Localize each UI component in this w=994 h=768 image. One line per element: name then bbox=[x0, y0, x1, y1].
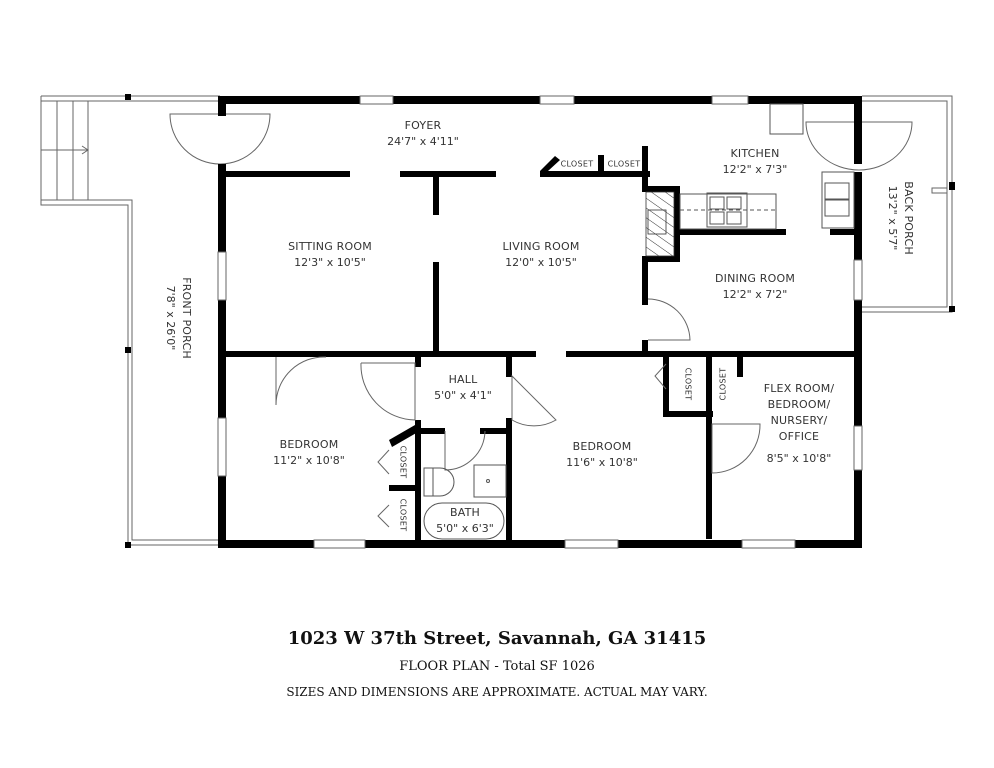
back-porch-outline bbox=[862, 95, 953, 313]
room-sitting-room: SITTING ROOM 12'3" x 10'5" bbox=[288, 239, 372, 271]
room-name-line: NURSERY/ bbox=[770, 414, 828, 427]
room-front-porch: FRONT PORCH 7'8" x 26'0" bbox=[162, 277, 194, 359]
room-bedroom-2: BEDROOM 11'6" x 10'8" bbox=[566, 439, 638, 471]
fireplace-hatch bbox=[645, 191, 675, 257]
windows bbox=[217, 95, 863, 549]
room-kitchen: KITCHEN 12'2" x 7'3" bbox=[723, 146, 788, 178]
room-dimensions: 24'7" x 4'11" bbox=[387, 135, 459, 148]
room-name: SITTING ROOM bbox=[288, 240, 372, 253]
room-name: DINING ROOM bbox=[714, 272, 796, 285]
room-name: LIVING ROOM bbox=[502, 240, 580, 253]
room-dimensions: 12'3" x 10'5" bbox=[294, 256, 366, 269]
room-name: FOYER bbox=[404, 119, 442, 132]
disclaimer: SIZES AND DIMENSIONS ARE APPROXIMATE. AC… bbox=[286, 685, 708, 699]
room-dimensions: 12'0" x 10'5" bbox=[505, 256, 577, 269]
room-dimensions: 11'2" x 10'8" bbox=[273, 454, 345, 467]
room-back-porch: BACK PORCH 13'2" x 5'7" bbox=[884, 181, 916, 255]
closet-label-foyer-1: CLOSET bbox=[560, 159, 594, 169]
room-bedroom-1: BEDROOM 11'2" x 10'8" bbox=[273, 437, 345, 469]
front-door-swing bbox=[169, 113, 271, 165]
kitchen-fixtures bbox=[679, 103, 855, 230]
room-flex-room: FLEX ROOM/ BEDROOM/ NURSERY/ OFFICE 8'5"… bbox=[764, 381, 835, 467]
room-bath: BATH 5'0" x 6'3" bbox=[436, 505, 494, 537]
room-dimensions: 13'2" x 5'7" bbox=[886, 185, 899, 251]
room-name-line: BEDROOM/ bbox=[767, 398, 831, 411]
room-name: BACK PORCH bbox=[902, 181, 915, 255]
room-dining-room: DINING ROOM 12'2" x 7'2" bbox=[715, 271, 795, 303]
room-dimensions: 12'2" x 7'3" bbox=[722, 163, 788, 176]
closet-label-foyer-2: CLOSET bbox=[607, 159, 641, 169]
room-name: BATH bbox=[449, 506, 481, 519]
interior-walls bbox=[226, 146, 854, 544]
room-dimensions: 5'0" x 4'1" bbox=[434, 389, 492, 402]
room-dimensions: 5'0" x 6'3" bbox=[436, 522, 494, 535]
floor-plan-subtitle: FLOOR PLAN - Total SF 1026 bbox=[399, 659, 595, 674]
room-dimensions: 8'5" x 10'8" bbox=[766, 452, 832, 465]
room-name: BEDROOM bbox=[279, 438, 339, 451]
room-foyer: FOYER 24'7" x 4'11" bbox=[387, 118, 459, 150]
closet-label-bedroom1-2: CLOSET bbox=[398, 498, 408, 532]
exterior-walls bbox=[218, 96, 862, 548]
room-hall: HALL 5'0" x 4'1" bbox=[434, 372, 492, 404]
room-dimensions: 11'6" x 10'8" bbox=[566, 456, 638, 469]
closet-label-flex: CLOSET bbox=[718, 367, 728, 401]
room-name-line: FLEX ROOM/ bbox=[763, 382, 835, 395]
room-name-line: OFFICE bbox=[778, 430, 820, 443]
room-name: BEDROOM bbox=[572, 440, 632, 453]
room-name: KITCHEN bbox=[730, 147, 780, 160]
back-door-swing bbox=[805, 121, 913, 171]
room-dimensions: 12'2" x 7'2" bbox=[722, 288, 788, 301]
room-name: FRONT PORCH bbox=[180, 277, 193, 359]
closet-label-bedroom1-1: CLOSET bbox=[398, 445, 408, 479]
room-dimensions: 7'8" x 26'0" bbox=[164, 285, 177, 351]
room-living-room: LIVING ROOM 12'0" x 10'5" bbox=[502, 239, 579, 271]
floor-plan bbox=[40, 94, 955, 549]
front-porch-outline bbox=[40, 95, 220, 546]
property-address: 1023 W 37th Street, Savannah, GA 31415 bbox=[287, 628, 707, 649]
room-name: HALL bbox=[448, 373, 478, 386]
closet-label-bedroom2: CLOSET bbox=[683, 367, 693, 401]
bath-fixtures bbox=[423, 464, 507, 540]
